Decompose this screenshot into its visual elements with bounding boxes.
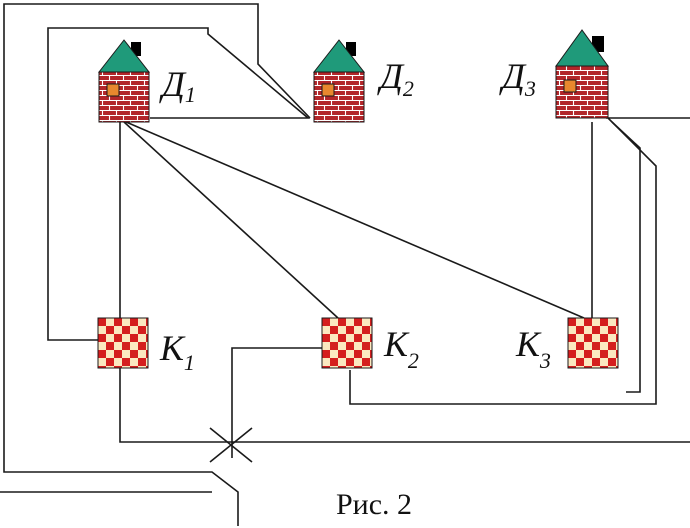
paths <box>0 3 690 526</box>
path-house3-well3-right <box>611 121 641 393</box>
path-house1-well2 <box>123 121 339 319</box>
house-2 <box>312 39 366 123</box>
well-1 <box>97 317 149 369</box>
path-well1-house3 <box>119 368 690 443</box>
figure-caption: Рис. 2 <box>336 488 412 521</box>
house-2-label: Д2 <box>377 56 414 101</box>
brick-house-icon <box>555 29 609 119</box>
house-1-label: Д1 <box>159 64 196 107</box>
crossing-mark <box>209 427 253 463</box>
house-3-label: Д3 <box>499 56 536 101</box>
well-2 <box>321 317 373 369</box>
checkered-well-icon <box>321 317 373 369</box>
well-3 <box>567 317 619 369</box>
house-1 <box>97 39 151 123</box>
path-well2-left <box>231 347 322 458</box>
checkered-well-icon <box>97 317 149 369</box>
brick-house-icon <box>97 39 151 123</box>
path-house1-well3 <box>125 121 585 319</box>
house-3 <box>555 29 609 119</box>
brick-house-icon <box>312 39 366 123</box>
well-3-label: К3 <box>515 324 551 373</box>
checkered-well-icon <box>567 317 619 369</box>
well-2-label: К2 <box>383 324 419 373</box>
path-house1-well1-loop <box>47 27 311 341</box>
path-house2-well1 <box>3 3 311 526</box>
well-1-label: К1 <box>159 328 195 375</box>
